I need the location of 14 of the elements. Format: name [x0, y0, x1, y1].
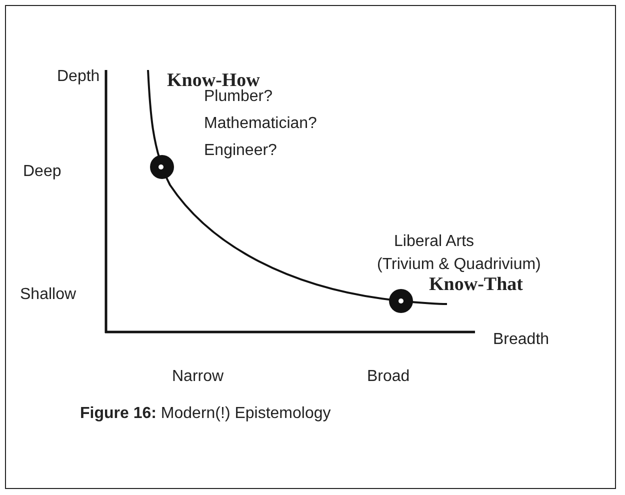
example-label: (Trivium & Quadrivium) — [377, 257, 541, 273]
axis-tick-label: Deep — [23, 164, 62, 180]
figure-caption: Figure 16: Modern(!) Epistemology — [80, 406, 331, 422]
example-label: Mathematician? — [204, 116, 317, 132]
example-label: Plumber? — [204, 89, 272, 105]
axis-tick-label: Narrow — [172, 369, 224, 385]
axis-tick-label: Broad — [367, 369, 410, 385]
example-label: Liberal Arts — [394, 234, 474, 250]
axis-title: Depth — [57, 69, 100, 85]
axis-title: Breadth — [493, 332, 550, 348]
region-label: Know-How — [167, 71, 260, 90]
region-label: Know-That — [429, 275, 523, 294]
example-label: Engineer? — [204, 143, 277, 159]
axis-tick-label: Shallow — [20, 287, 76, 303]
